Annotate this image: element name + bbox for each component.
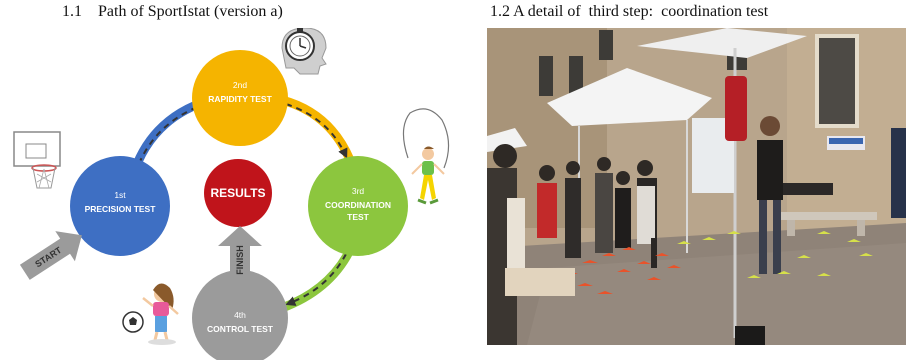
tent-icon [487,28,807,338]
arc-rapidity-to-coordination [280,95,355,162]
node-coordination-test: 3rd COORDINATION TEST [308,156,408,256]
finish-label: FINISH [235,245,245,275]
people-icon [487,116,906,345]
stopwatch-head-icon [281,28,327,75]
node-rapidity-test: 2nd RAPIDITY TEST [192,50,288,146]
node-precision-name: PRECISION TEST [85,204,157,214]
finish-arrow: FINISH [218,226,262,275]
node-precision-test: 1st PRECISION TEST [70,156,170,256]
node-precision-number: 1st [114,190,126,200]
basketball-hoop-icon [13,131,61,189]
coordination-test-photo [487,28,906,345]
caption-path-of-sportistat: 1.1 Path of SportIstat (version a) [62,3,283,20]
skipping-rope-girl-icon [402,108,450,205]
node-control-test: 4th CONTROL TEST [192,270,288,360]
football-girl-icon [122,283,179,345]
arc-dash-3 [285,253,347,306]
arc-coordination-to-control [280,247,355,313]
results-label: RESULTS [210,186,265,200]
node-coordination-name-line1: COORDINATION [325,200,391,210]
node-coordination-name-line2: TEST [347,212,370,222]
arc-dash-2 [285,103,348,159]
node-rapidity-number: 2nd [233,80,247,90]
node-coordination-number: 3rd [352,186,365,196]
path-diagram: 2nd RAPIDITY TEST 3rd COORDINATION TEST … [13,28,450,360]
results-node: RESULTS [204,159,272,227]
node-control-name: CONTROL TEST [207,324,274,334]
cones-icon [562,231,873,294]
caption-coordination-detail: 1.2 A detail of third step: coordination… [490,3,769,20]
node-rapidity-name: RAPIDITY TEST [208,94,272,104]
node-control-number: 4th [234,310,246,320]
